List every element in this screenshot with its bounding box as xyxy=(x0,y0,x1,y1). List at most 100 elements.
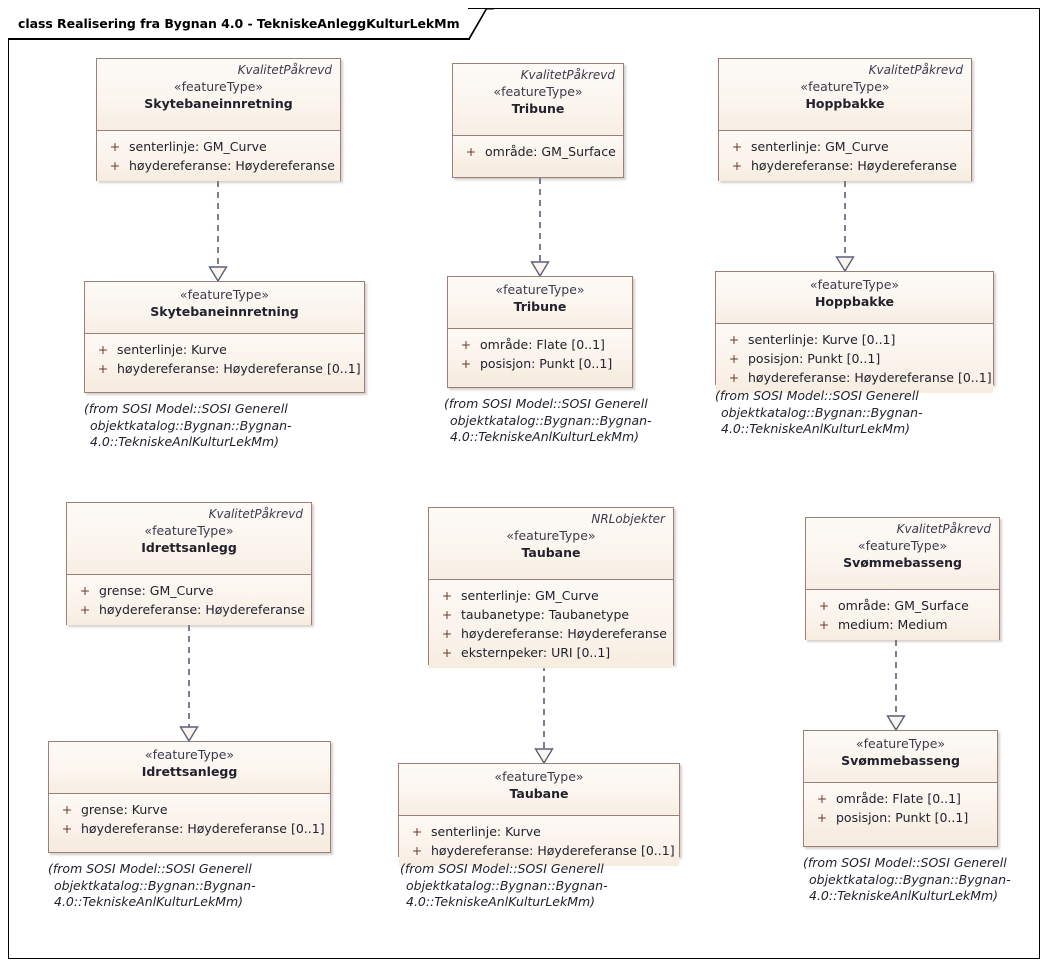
attribute-signature: høydereferanse: Høydereferanse xyxy=(129,158,335,173)
class-attribute-row[interactable]: +høydereferanse: Høydereferanse xyxy=(433,624,669,643)
class-attribute-row[interactable]: +høydereferanse: Høydereferanse xyxy=(71,600,307,619)
attribute-visibility: + xyxy=(61,802,73,817)
class-attribute-row[interactable]: +høydereferanse: Høydereferanse [0..1] xyxy=(403,841,675,860)
realization-hollow-triangle-arrowhead xyxy=(530,261,550,278)
class-attribute-compartment: +område: GM_Surface+medium: Medium xyxy=(806,590,999,640)
attribute-visibility: + xyxy=(97,361,109,376)
class-name: Taubane xyxy=(509,786,569,801)
uml-class-idrettsanlegg-src[interactable]: KvalitetPåkrevd«featureType»Idrettsanleg… xyxy=(66,502,312,625)
class-package-label: KvalitetPåkrevd xyxy=(896,522,991,536)
realization-svommebasseng[interactable] xyxy=(882,640,910,732)
attribute-visibility: + xyxy=(816,791,828,806)
class-attribute-row[interactable]: +høydereferanse: Høydereferanse xyxy=(101,156,336,175)
class-attribute-row[interactable]: +høydereferanse: Høydereferanse xyxy=(723,156,967,175)
uml-class-idrettsanlegg-dst[interactable]: «featureType»Idrettsanlegg+grense: Kurve… xyxy=(48,741,331,853)
uml-class-hoppbakke-src[interactable]: KvalitetPåkrevd«featureType»Hoppbakke+se… xyxy=(718,58,972,181)
diagram-frame xyxy=(8,8,1040,959)
class-source-package-caption: (from SOSI Model::SOSI Generell objektka… xyxy=(400,861,608,909)
attribute-signature: senterlinje: Kurve [0..1] xyxy=(748,332,896,347)
attribute-visibility: + xyxy=(728,332,740,347)
class-stereotype: «featureType» xyxy=(800,79,890,94)
realization-taubane[interactable] xyxy=(530,665,558,765)
class-attribute-row[interactable]: +senterlinje: GM_Curve xyxy=(723,137,967,156)
class-name: Skytebaneinnretning xyxy=(144,96,293,111)
class-attribute-row[interactable]: + senterlinje: Kurve [0..1] xyxy=(720,330,989,349)
class-header: «featureType»Taubane xyxy=(399,764,679,816)
realization-hollow-triangle-arrowhead xyxy=(835,256,855,273)
attribute-visibility: + xyxy=(818,598,830,613)
class-attribute-row[interactable]: +posisjon: Punkt [0..1] xyxy=(452,354,628,373)
class-name: Idrettsanlegg xyxy=(141,540,237,555)
class-source-package-caption: (from SOSI Model::SOSI Generell objektka… xyxy=(84,401,292,449)
class-source-package-caption: (from SOSI Model::SOSI Generell objektka… xyxy=(48,861,256,909)
class-attribute-row[interactable]: +medium: Medium xyxy=(810,615,995,634)
attribute-visibility: + xyxy=(109,139,121,154)
class-header: «featureType»Svømmebasseng xyxy=(804,731,997,783)
class-attribute-row[interactable]: +taubanetype: Taubanetype xyxy=(433,605,669,624)
class-header: KvalitetPåkrevd«featureType»Hoppbakke xyxy=(719,59,971,131)
class-attribute-compartment: +senterlinje: Kurve+høydereferanse: Høyd… xyxy=(85,334,364,384)
realization-idrettsanlegg[interactable] xyxy=(175,625,203,743)
class-attribute-row[interactable]: + område: Flate [0..1] xyxy=(808,789,993,808)
class-source-package-caption: (from SOSI Model::SOSI Generell objektka… xyxy=(715,388,923,436)
attribute-signature: høydereferanse: Høydereferanse [0..1] xyxy=(431,843,675,858)
realization-skytebaneinnretning[interactable] xyxy=(204,181,232,283)
attribute-signature: høydereferanse: Høydereferanse xyxy=(461,626,667,641)
class-attribute-row[interactable]: +høydereferanse: Høydereferanse [0..1] xyxy=(89,359,361,378)
attribute-visibility: + xyxy=(61,821,73,836)
class-attribute-compartment: +område: GM_Surface xyxy=(453,136,623,167)
realization-hoppbakke[interactable] xyxy=(831,181,859,273)
attribute-signature: høydereferanse: Høydereferanse xyxy=(99,602,305,617)
uml-class-hoppbakke-dst[interactable]: «featureType»Hoppbakke+senterlinje: Kurv… xyxy=(715,271,994,393)
class-name: Tribune xyxy=(513,299,567,314)
class-attribute-row[interactable]: +område: Flate [0..1] xyxy=(452,335,628,354)
attribute-signature: taubanetype: Taubanetype xyxy=(461,607,630,622)
class-attribute-row[interactable]: +senterlinje: GM_Curve xyxy=(433,586,669,605)
class-package-label: KvalitetPåkrevd xyxy=(237,63,332,77)
class-name: Tribune xyxy=(511,101,565,116)
class-attribute-row[interactable]: +posisjon: Punkt [0..1] xyxy=(720,349,989,368)
class-attribute-compartment: + senterlinje: Kurve [0..1] +posisjon: Pun… xyxy=(716,324,993,393)
uml-class-taubane-src[interactable]: NRLobjekter«featureType»Taubane+senterli… xyxy=(428,507,674,668)
class-attribute-compartment: +senterlinje: GM_Curve+taubanetype: Taub… xyxy=(429,580,673,668)
class-attribute-row[interactable]: +senterlinje: Kurve xyxy=(89,340,360,359)
class-header: KvalitetPåkrevd«featureType»Svømmebassen… xyxy=(806,518,999,590)
uml-class-svommebasseng-src[interactable]: KvalitetPåkrevd«featureType»Svømmebassen… xyxy=(805,517,1000,640)
class-attribute-compartment: + grense: Kurve + høydereferanse: Høyderefe… xyxy=(49,794,330,844)
attribute-signature: posisjon: Punkt [0..1] xyxy=(748,351,881,366)
realization-tribune[interactable] xyxy=(526,178,554,278)
class-attribute-row[interactable]: +område: GM_Surface xyxy=(810,596,995,615)
class-stereotype: «featureType» xyxy=(495,282,585,297)
class-attribute-compartment: +senterlinje: GM_Curve+høydereferanse: H… xyxy=(719,131,971,181)
class-name: Taubane xyxy=(521,545,581,560)
diagram-title: class Realisering fra Bygnan 4.0 - Tekni… xyxy=(18,15,460,31)
attribute-signature: høydereferanse: Høydereferanse [0..1] xyxy=(81,821,325,836)
realization-hollow-triangle-arrowhead xyxy=(886,715,906,732)
class-attribute-row[interactable]: +grense: GM_Curve xyxy=(71,581,307,600)
uml-class-tribune-dst[interactable]: «featureType» Tribune +område: Flate [0..1… xyxy=(447,276,633,388)
class-attribute-row[interactable]: +høydereferanse: Høydereferanse [0..1] xyxy=(720,368,992,387)
uml-class-taubane-dst[interactable]: «featureType»Taubane+senterlinje: Kurve+… xyxy=(398,763,680,866)
class-attribute-row[interactable]: +område: GM_Surface xyxy=(457,142,619,161)
uml-class-svommebasseng-dst[interactable]: «featureType»Svømmebasseng + område: Flate… xyxy=(803,730,998,847)
class-header: KvalitetPåkrevd«featureType»Tribune xyxy=(453,64,623,136)
uml-class-skytebane-dst[interactable]: «featureType»Skytebaneinnretning+senterl… xyxy=(84,281,365,393)
attribute-visibility: + xyxy=(731,158,743,173)
class-attribute-row[interactable]: +senterlinje: GM_Curve xyxy=(101,137,336,156)
class-name: Svømmebasseng xyxy=(843,555,962,570)
class-attribute-row[interactable]: +posisjon: Punkt [0..1] xyxy=(808,808,993,827)
class-attribute-row[interactable]: + grense: Kurve xyxy=(53,800,326,819)
class-attribute-row[interactable]: +eksternpeker: URI [0..1] xyxy=(433,643,669,662)
class-attribute-row[interactable]: + senterlinje: Kurve xyxy=(403,822,675,841)
uml-class-skytebane-src[interactable]: KvalitetPåkrevd«featureType»Skytebaneinn… xyxy=(96,58,341,181)
attribute-visibility: + xyxy=(411,824,423,839)
class-header: «featureType»Skytebaneinnretning xyxy=(85,282,364,334)
uml-class-tribune-src[interactable]: KvalitetPåkrevd«featureType»Tribune +områ… xyxy=(452,63,624,178)
class-attribute-row[interactable]: + høydereferanse: Høydereferanse [0..1] xyxy=(53,819,326,838)
attribute-signature: område: Flate [0..1] xyxy=(836,791,961,806)
attribute-signature: posisjon: Punkt [0..1] xyxy=(480,356,613,371)
attribute-signature: grense: Kurve xyxy=(81,802,168,817)
class-stereotype: «featureType» xyxy=(179,287,270,302)
attribute-signature: senterlinje: Kurve xyxy=(431,824,541,839)
